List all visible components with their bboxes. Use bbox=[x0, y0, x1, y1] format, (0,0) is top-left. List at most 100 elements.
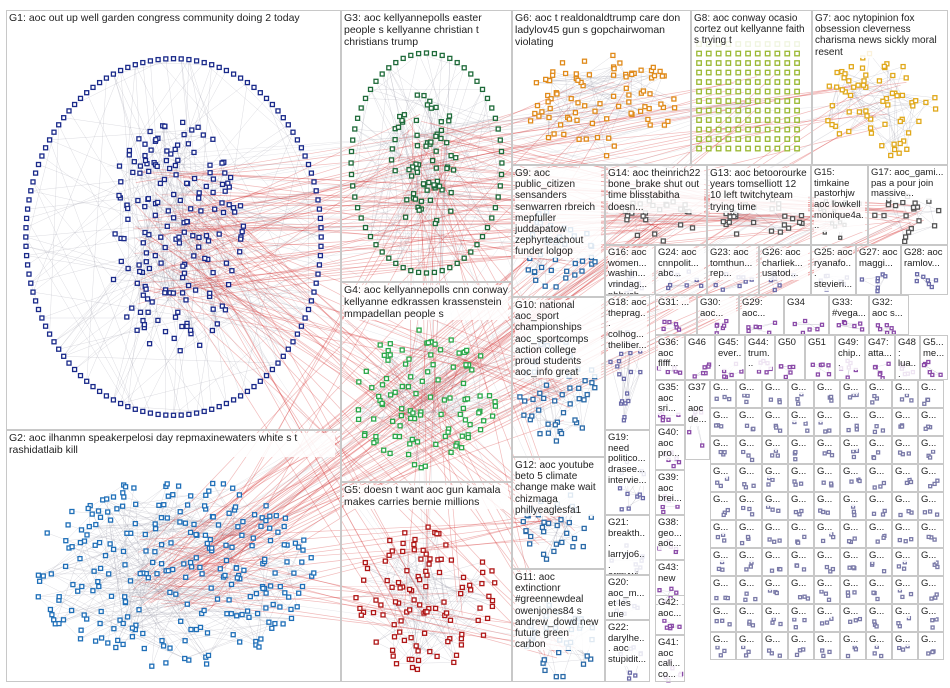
edge bbox=[395, 128, 452, 156]
edge bbox=[135, 486, 179, 626]
edge bbox=[135, 64, 279, 364]
group-label-g48: G48: lua... bbox=[898, 337, 917, 380]
edge bbox=[663, 224, 681, 242]
node-g1 bbox=[176, 240, 183, 246]
edge bbox=[169, 266, 559, 393]
node-g1 bbox=[184, 180, 190, 186]
node-g1 bbox=[285, 346, 291, 352]
edge bbox=[123, 496, 133, 629]
group-label-small-21: G... bbox=[791, 438, 807, 450]
node-g1 bbox=[185, 141, 192, 147]
edge bbox=[168, 162, 223, 212]
node-g2 bbox=[258, 636, 264, 642]
node-g1 bbox=[155, 411, 161, 418]
node-g1 bbox=[318, 243, 324, 249]
edge bbox=[25, 132, 55, 247]
edge bbox=[413, 92, 856, 403]
edge bbox=[663, 327, 677, 330]
edge bbox=[95, 578, 240, 642]
node-g2 bbox=[158, 515, 165, 521]
node-g1 bbox=[302, 315, 308, 321]
group-box-small-11: G... bbox=[762, 408, 788, 436]
edge bbox=[434, 344, 466, 420]
edge bbox=[160, 201, 415, 236]
node-g1 bbox=[172, 314, 179, 320]
edge bbox=[272, 104, 319, 201]
node-g2 bbox=[78, 527, 85, 533]
group-box-small-9: G... bbox=[710, 408, 736, 436]
group-box-g17: G17: aoc_gami... pas a pour join massive… bbox=[868, 165, 948, 245]
group-box-small-69: G... bbox=[866, 576, 892, 604]
group-box-g44: G44: trum... bbox=[745, 335, 775, 380]
group-box-g6: G6: aoc t realdonaldtrump care don ladyl… bbox=[512, 10, 691, 165]
edge bbox=[402, 344, 436, 387]
group-box-small-37: G... bbox=[736, 492, 762, 520]
group-box-small-59: G... bbox=[840, 548, 866, 576]
edge bbox=[532, 399, 557, 442]
edge bbox=[187, 88, 734, 249]
edge bbox=[548, 117, 550, 138]
edge bbox=[358, 342, 429, 410]
edge bbox=[38, 545, 96, 576]
group-label-small-75: G... bbox=[791, 606, 807, 618]
edge bbox=[643, 215, 681, 226]
group-box-small-17: G... bbox=[918, 408, 944, 436]
edge bbox=[365, 98, 430, 102]
edge bbox=[398, 582, 489, 597]
group-box-g26: G26: aoc charliek... usatod... bbox=[759, 245, 811, 295]
node-g2 bbox=[229, 544, 235, 550]
edge bbox=[470, 572, 483, 591]
edge bbox=[213, 153, 404, 300]
group-box-small-64: G... bbox=[736, 576, 762, 604]
node-g2 bbox=[294, 604, 300, 610]
group-label-g32: G32: aoc s... bbox=[872, 297, 906, 320]
edge bbox=[551, 263, 576, 271]
node-g1 bbox=[143, 250, 150, 256]
edge bbox=[416, 55, 443, 136]
edge bbox=[107, 487, 135, 644]
node-g1 bbox=[225, 180, 231, 186]
edge bbox=[248, 617, 292, 619]
group-box-small-52: G... bbox=[892, 520, 918, 548]
edge bbox=[53, 566, 192, 621]
edge bbox=[411, 590, 493, 601]
edge bbox=[110, 519, 207, 665]
edge bbox=[129, 62, 205, 151]
edge bbox=[648, 76, 663, 109]
edge bbox=[405, 146, 427, 218]
edge bbox=[571, 71, 661, 99]
node-g1 bbox=[146, 232, 152, 238]
group-box-small-68: G... bbox=[840, 576, 866, 604]
node-g1 bbox=[178, 412, 184, 418]
edge bbox=[123, 551, 192, 630]
node-g2 bbox=[246, 614, 252, 620]
node-g1 bbox=[305, 306, 312, 313]
group-label-small-83: G... bbox=[765, 634, 781, 646]
edge bbox=[26, 218, 136, 410]
group-box-g20: G20: aoc_m... et les une par... bbox=[605, 575, 650, 620]
edge bbox=[525, 522, 570, 531]
group-box-g48: G48: lua... bbox=[895, 335, 920, 380]
edge bbox=[144, 206, 159, 321]
edge bbox=[435, 55, 443, 137]
edge bbox=[27, 139, 214, 266]
edge bbox=[376, 611, 428, 643]
edge bbox=[146, 537, 254, 574]
group-box-small-3: G... bbox=[788, 380, 814, 408]
edge bbox=[389, 354, 403, 387]
node-g1 bbox=[195, 124, 201, 130]
group-box-g33: G33: #vega... bbox=[829, 295, 869, 335]
edge bbox=[534, 271, 566, 279]
edge bbox=[86, 67, 220, 382]
node-g2 bbox=[122, 594, 128, 600]
edge bbox=[165, 58, 196, 291]
edge bbox=[173, 76, 757, 214]
edge bbox=[623, 372, 641, 421]
edge bbox=[145, 494, 174, 535]
node-g1 bbox=[311, 289, 317, 295]
node-g1 bbox=[275, 360, 281, 366]
group-label-small-38: G... bbox=[765, 494, 781, 506]
edge bbox=[881, 97, 936, 146]
edge bbox=[418, 164, 438, 182]
node-g1 bbox=[244, 79, 251, 86]
